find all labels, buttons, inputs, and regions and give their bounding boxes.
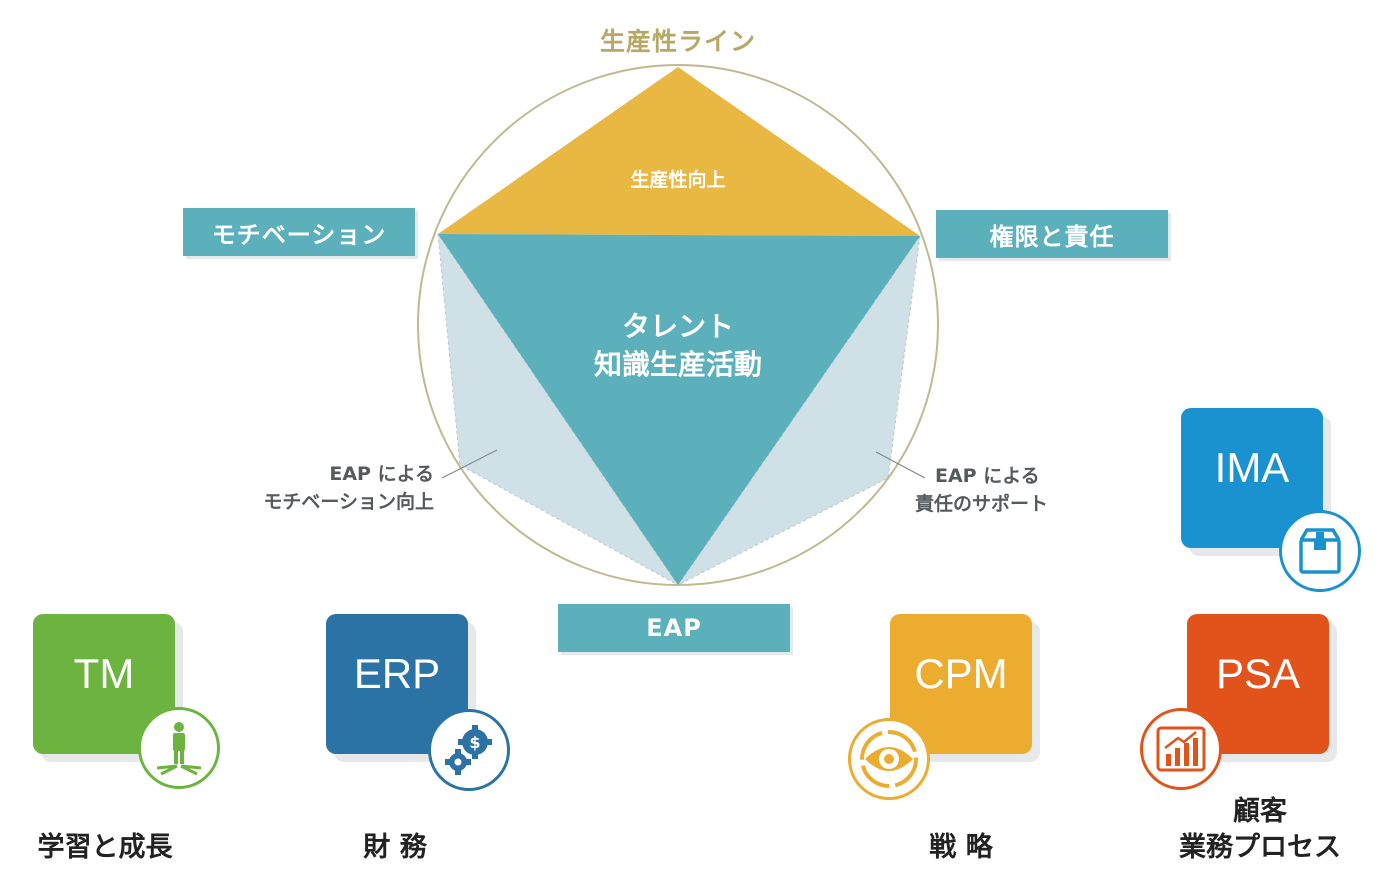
erp-label: 財 務 (363, 832, 427, 863)
eye-target-icon (848, 718, 930, 800)
right-note-line2: 責任のサポート (915, 493, 1049, 515)
cpm-card-code: CPM (914, 650, 1008, 697)
talent-label-line1: タレント (621, 310, 734, 343)
right-eap-note: EAP による 責任のサポート (915, 462, 1115, 518)
ima-card-code: IMA (1214, 444, 1290, 491)
psa-card: PSA (1187, 614, 1329, 754)
left-note-line2: モチベーション向上 (263, 491, 434, 513)
left-eap-note: EAP による モチベーション向上 (244, 460, 434, 516)
right-note-line1: EAP による (935, 465, 1040, 487)
left-note-line1: EAP による (329, 463, 434, 485)
talent-label-line2: 知識生産活動 (593, 348, 762, 381)
talent-center-label: タレント 知識生産活動 (540, 308, 816, 384)
svg-text:$: $ (469, 733, 480, 752)
psa-label-line1: 顧客 (1233, 796, 1287, 827)
motivation-tag: モチベーション (183, 208, 415, 256)
productivity-triangle (438, 67, 920, 236)
erp-card-code: ERP (353, 650, 441, 697)
person-standing-icon (138, 707, 220, 789)
left-note-pointer (441, 449, 498, 479)
tm-label: 学習と成長 (37, 832, 173, 863)
psa-label: 顧客 業務プロセス (1160, 794, 1360, 866)
eap-tag: EAP (558, 604, 790, 652)
psa-card-code: PSA (1215, 650, 1301, 697)
productivity-up-label: 生産性向上 (630, 169, 726, 191)
authority-responsibility-tag: 権限と責任 (936, 210, 1168, 258)
box-package-icon (1279, 510, 1361, 592)
bar-chart-growth-icon (1140, 708, 1222, 790)
psa-label-line2: 業務プロセス (1179, 832, 1341, 863)
talent-triangle (438, 234, 920, 585)
right-note-pointer (875, 451, 926, 479)
productivity-line-title: 生産性ライン (599, 27, 756, 56)
tm-card-code: TM (73, 650, 135, 697)
cpm-label: 戦 略 (929, 832, 993, 863)
dollar-gears-icon: $ (428, 709, 510, 791)
